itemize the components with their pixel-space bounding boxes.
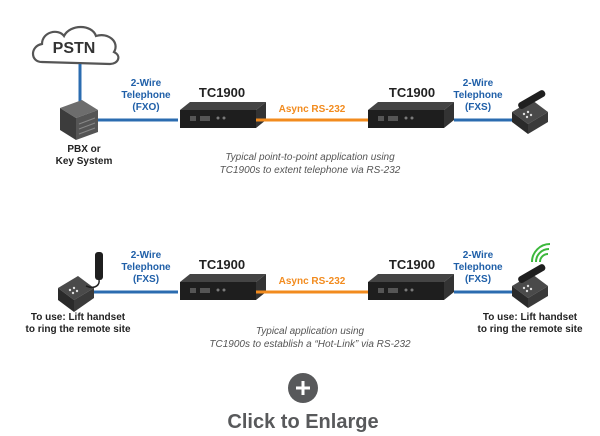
- top-caption-line2: TC1900s to extent telephone via RS-232: [220, 165, 401, 176]
- right-use-line2: to ring the remote site: [477, 324, 582, 335]
- bottom-caption-line1: Typical application using: [256, 326, 365, 337]
- top-caption-line1: Typical point-to-point application using: [225, 152, 395, 163]
- bottom-right-wire-label1: 2-Wire: [463, 250, 494, 261]
- top-device-left-label: TC1900: [199, 85, 245, 100]
- tc1900-device-icon: [368, 274, 454, 300]
- top-left-wire-label3: (FXO): [132, 102, 159, 113]
- left-use-line2: to ring the remote site: [25, 324, 130, 335]
- click-to-enlarge-button[interactable]: Click to Enlarge: [227, 373, 379, 433]
- bottom-link-label: Async RS-232: [279, 276, 346, 287]
- top-link-label: Async RS-232: [279, 104, 346, 115]
- bottom-left-wire-label2: Telephone: [121, 262, 171, 273]
- top-right-wire-label3: (FXS): [465, 102, 491, 113]
- ringing-telephone-icon: [512, 243, 551, 308]
- left-use-line1: To use: Lift handset: [31, 312, 126, 323]
- plus-icon[interactable]: [288, 373, 318, 403]
- tc1900-device-icon: [180, 274, 266, 300]
- tc1900-device-icon: [368, 102, 454, 128]
- top-device-right-label: TC1900: [389, 85, 435, 100]
- tc1900-device-icon: [180, 102, 266, 128]
- pbx-label-line1: PBX or: [67, 144, 100, 155]
- right-use-line1: To use: Lift handset: [483, 312, 578, 323]
- bottom-caption-line2: TC1900s to establish a “Hot-Link” via RS…: [209, 339, 411, 350]
- top-left-wire-label2: Telephone: [121, 90, 171, 101]
- bottom-left-wire-label3: (FXS): [133, 274, 159, 285]
- telephone-handset-lifted-icon: [58, 252, 103, 312]
- bottom-right-wire-label3: (FXS): [465, 274, 491, 285]
- top-left-wire-label1: 2-Wire: [131, 78, 162, 89]
- bottom-right-wire-label2: Telephone: [453, 262, 503, 273]
- pstn-label: PSTN: [53, 40, 96, 57]
- bottom-device-left-label: TC1900: [199, 257, 245, 272]
- bottom-device-right-label: TC1900: [389, 257, 435, 272]
- enlarge-label[interactable]: Click to Enlarge: [227, 411, 378, 433]
- pbx-label-line2: Key System: [56, 156, 113, 167]
- bottom-left-wire-label1: 2-Wire: [131, 250, 162, 261]
- top-right-wire-label2: Telephone: [453, 90, 503, 101]
- pbx-icon: [60, 100, 98, 140]
- top-right-wire-label1: 2-Wire: [463, 78, 494, 89]
- telephone-icon: [512, 90, 548, 134]
- pstn-cloud-icon: [31, 25, 120, 66]
